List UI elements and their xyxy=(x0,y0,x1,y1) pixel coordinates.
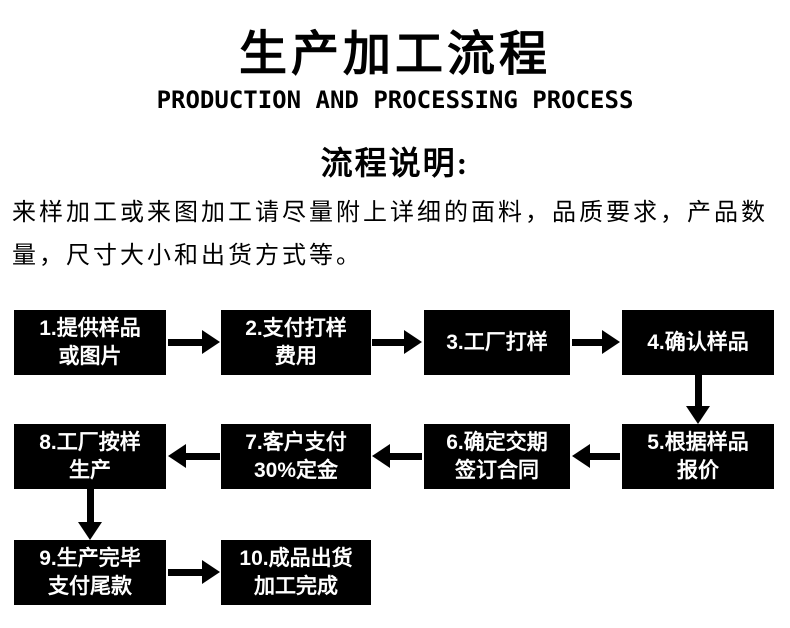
flow-step-7: 7.客户支付 30%定金 xyxy=(221,424,371,489)
arrow-step4-to-step5-icon xyxy=(686,375,710,424)
arrow-step5-to-step6-icon xyxy=(572,444,620,468)
arrow-step2-to-step3-icon xyxy=(372,330,422,354)
arrow-step9-to-step10-icon xyxy=(168,560,220,584)
arrow-step8-to-step9-icon xyxy=(78,489,102,540)
section-heading: 流程说明: xyxy=(320,145,470,181)
flow-step-9: 9.生产完毕 支付尾款 xyxy=(14,540,166,605)
arrow-step1-to-step2-icon xyxy=(168,330,220,354)
arrow-step3-to-step4-icon xyxy=(572,330,620,354)
flow-step-2: 2.支付打样 费用 xyxy=(221,310,371,375)
process-description: 来样加工或来图加工请尽量附上详细的面料，品质要求，产品数量，尺寸大小和出货方式等… xyxy=(12,200,768,269)
flow-step-8: 8.工厂按样 生产 xyxy=(14,424,166,489)
flow-step-4: 4.确认样品 xyxy=(622,310,774,375)
page-title: 生产加工流程 xyxy=(238,28,551,81)
page-subtitle: PRODUCTION AND PROCESSING PROCESS xyxy=(156,86,634,114)
flow-step-10: 10.成品出货 加工完成 xyxy=(221,540,371,605)
flow-step-1: 1.提供样品 或图片 xyxy=(14,310,166,375)
arrow-step6-to-step7-icon xyxy=(372,444,422,468)
flow-step-3: 3.工厂打样 xyxy=(424,310,570,375)
flow-step-5: 5.根据样品 报价 xyxy=(622,424,774,489)
arrow-step7-to-step8-icon xyxy=(168,444,220,468)
flow-step-6: 6.确定交期 签订合同 xyxy=(424,424,570,489)
